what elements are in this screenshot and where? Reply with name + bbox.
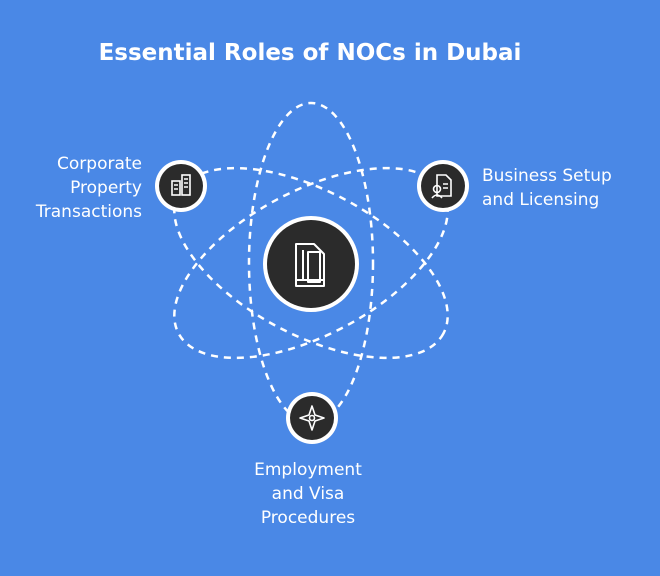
node-employment-visa [286,392,338,444]
label-employment-visa: Employment and Visa Procedures [228,458,388,530]
node-business-setup [417,160,469,212]
node-corporate-property [155,160,207,212]
label-line: and Visa [271,484,345,504]
employment-visa-icon [299,405,325,431]
label-line: Procedures [260,508,356,528]
property-icon [171,174,191,196]
label-line: Property [70,178,142,198]
label-corporate-property: Corporate Property Transactions [10,152,142,224]
label-business-setup: Business Setup and Licensing [482,164,652,212]
label-line: Corporate [57,154,142,174]
business-license-icon [431,174,452,199]
orbit-tilted-left [173,166,449,360]
label-line: Business Setup [482,166,612,186]
label-line: Transactions [35,202,142,222]
label-line: and Licensing [482,190,600,210]
diagram-title: Essential Roles of NOCs in Dubai [98,40,522,66]
center-node [263,216,359,312]
document-icon [295,243,325,287]
label-line: Employment [254,460,362,480]
